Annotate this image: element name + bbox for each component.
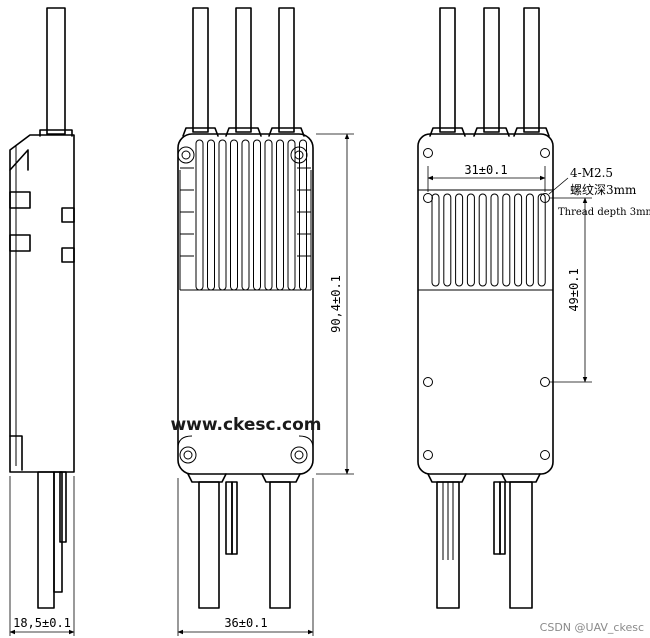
heatsink-fin-slot <box>466 193 475 287</box>
side-fin <box>9 191 31 209</box>
front-width-label: 36±0.1 <box>224 616 267 630</box>
heatsink-fin-slot <box>455 193 464 287</box>
front-height-label: 90,4±0.1 <box>329 275 343 333</box>
side-fin <box>61 207 75 223</box>
heatsink-fin-slot <box>218 139 227 291</box>
front-corner-holes <box>177 146 314 464</box>
heatsink-fin-slot <box>230 139 238 291</box>
side-body-outline <box>9 134 75 473</box>
back-bottom-wires <box>427 473 541 609</box>
hole-depth-cn-label: 螺纹深3mm <box>570 183 637 197</box>
heatsink-shoulder <box>179 170 312 290</box>
back-top-wires <box>429 7 550 137</box>
side-fin <box>9 234 31 252</box>
side-bottom-wires <box>37 471 67 609</box>
hole-spec-label: 4-M2.5 <box>570 166 613 180</box>
heatsink-fin-slot <box>287 139 296 291</box>
heatsink-fin-slot <box>525 193 534 287</box>
back-body-outline <box>417 133 554 475</box>
hole-spacing-vertical-label: 49±0.1 <box>567 268 581 311</box>
heatsink-fin-slot <box>490 193 499 287</box>
side-view: 18,5±0.1 <box>9 7 75 636</box>
heatsink-fin-slot <box>537 193 546 287</box>
heatsink-fin-slot <box>276 139 284 291</box>
front-top-wires <box>182 7 305 137</box>
side-top-wire <box>46 7 66 135</box>
side-width-label: 18,5±0.1 <box>13 616 71 630</box>
side-fin-top <box>9 149 29 171</box>
front-body-outline <box>177 133 314 475</box>
front-bottom-wires <box>187 473 301 609</box>
side-top-clamp <box>39 129 73 137</box>
back-mount-holes <box>423 148 550 460</box>
watermark: CSDN @UAV_ckesc <box>540 621 644 634</box>
heatsink-fin-slot <box>253 139 261 291</box>
back-view: 31±0.1 49±0.1 4-M2.5 螺纹深3mm Thread depth… <box>417 7 650 609</box>
side-fin <box>61 247 75 263</box>
hole-note-leader <box>548 177 569 195</box>
hole-depth-en-label: Thread depth 3mm <box>558 207 650 218</box>
heatsink-fin-slot <box>195 139 204 291</box>
heatsink-fins <box>180 139 311 291</box>
front-view: www.ckesc.com 36±0.1 90,4±0.1 <box>170 7 354 636</box>
heatsink-fin-slot <box>502 193 511 287</box>
heatsink-fin-slot <box>241 139 250 291</box>
website-label: www.ckesc.com <box>170 415 321 435</box>
side-bottom-connector <box>9 435 23 471</box>
heatsink-fin-slot <box>207 139 215 291</box>
hole-spacing-horizontal-label: 31±0.1 <box>464 163 507 177</box>
heatsink-fin-slot <box>478 193 487 287</box>
back-heatsink-fins <box>431 193 546 287</box>
heatsink-fin-slot <box>264 139 273 291</box>
heatsink-fin-slot <box>431 193 440 287</box>
heatsink-fin-slot <box>514 193 523 287</box>
heatsink-fin-slot <box>299 139 307 291</box>
heatsink-fin-slot <box>443 193 452 287</box>
